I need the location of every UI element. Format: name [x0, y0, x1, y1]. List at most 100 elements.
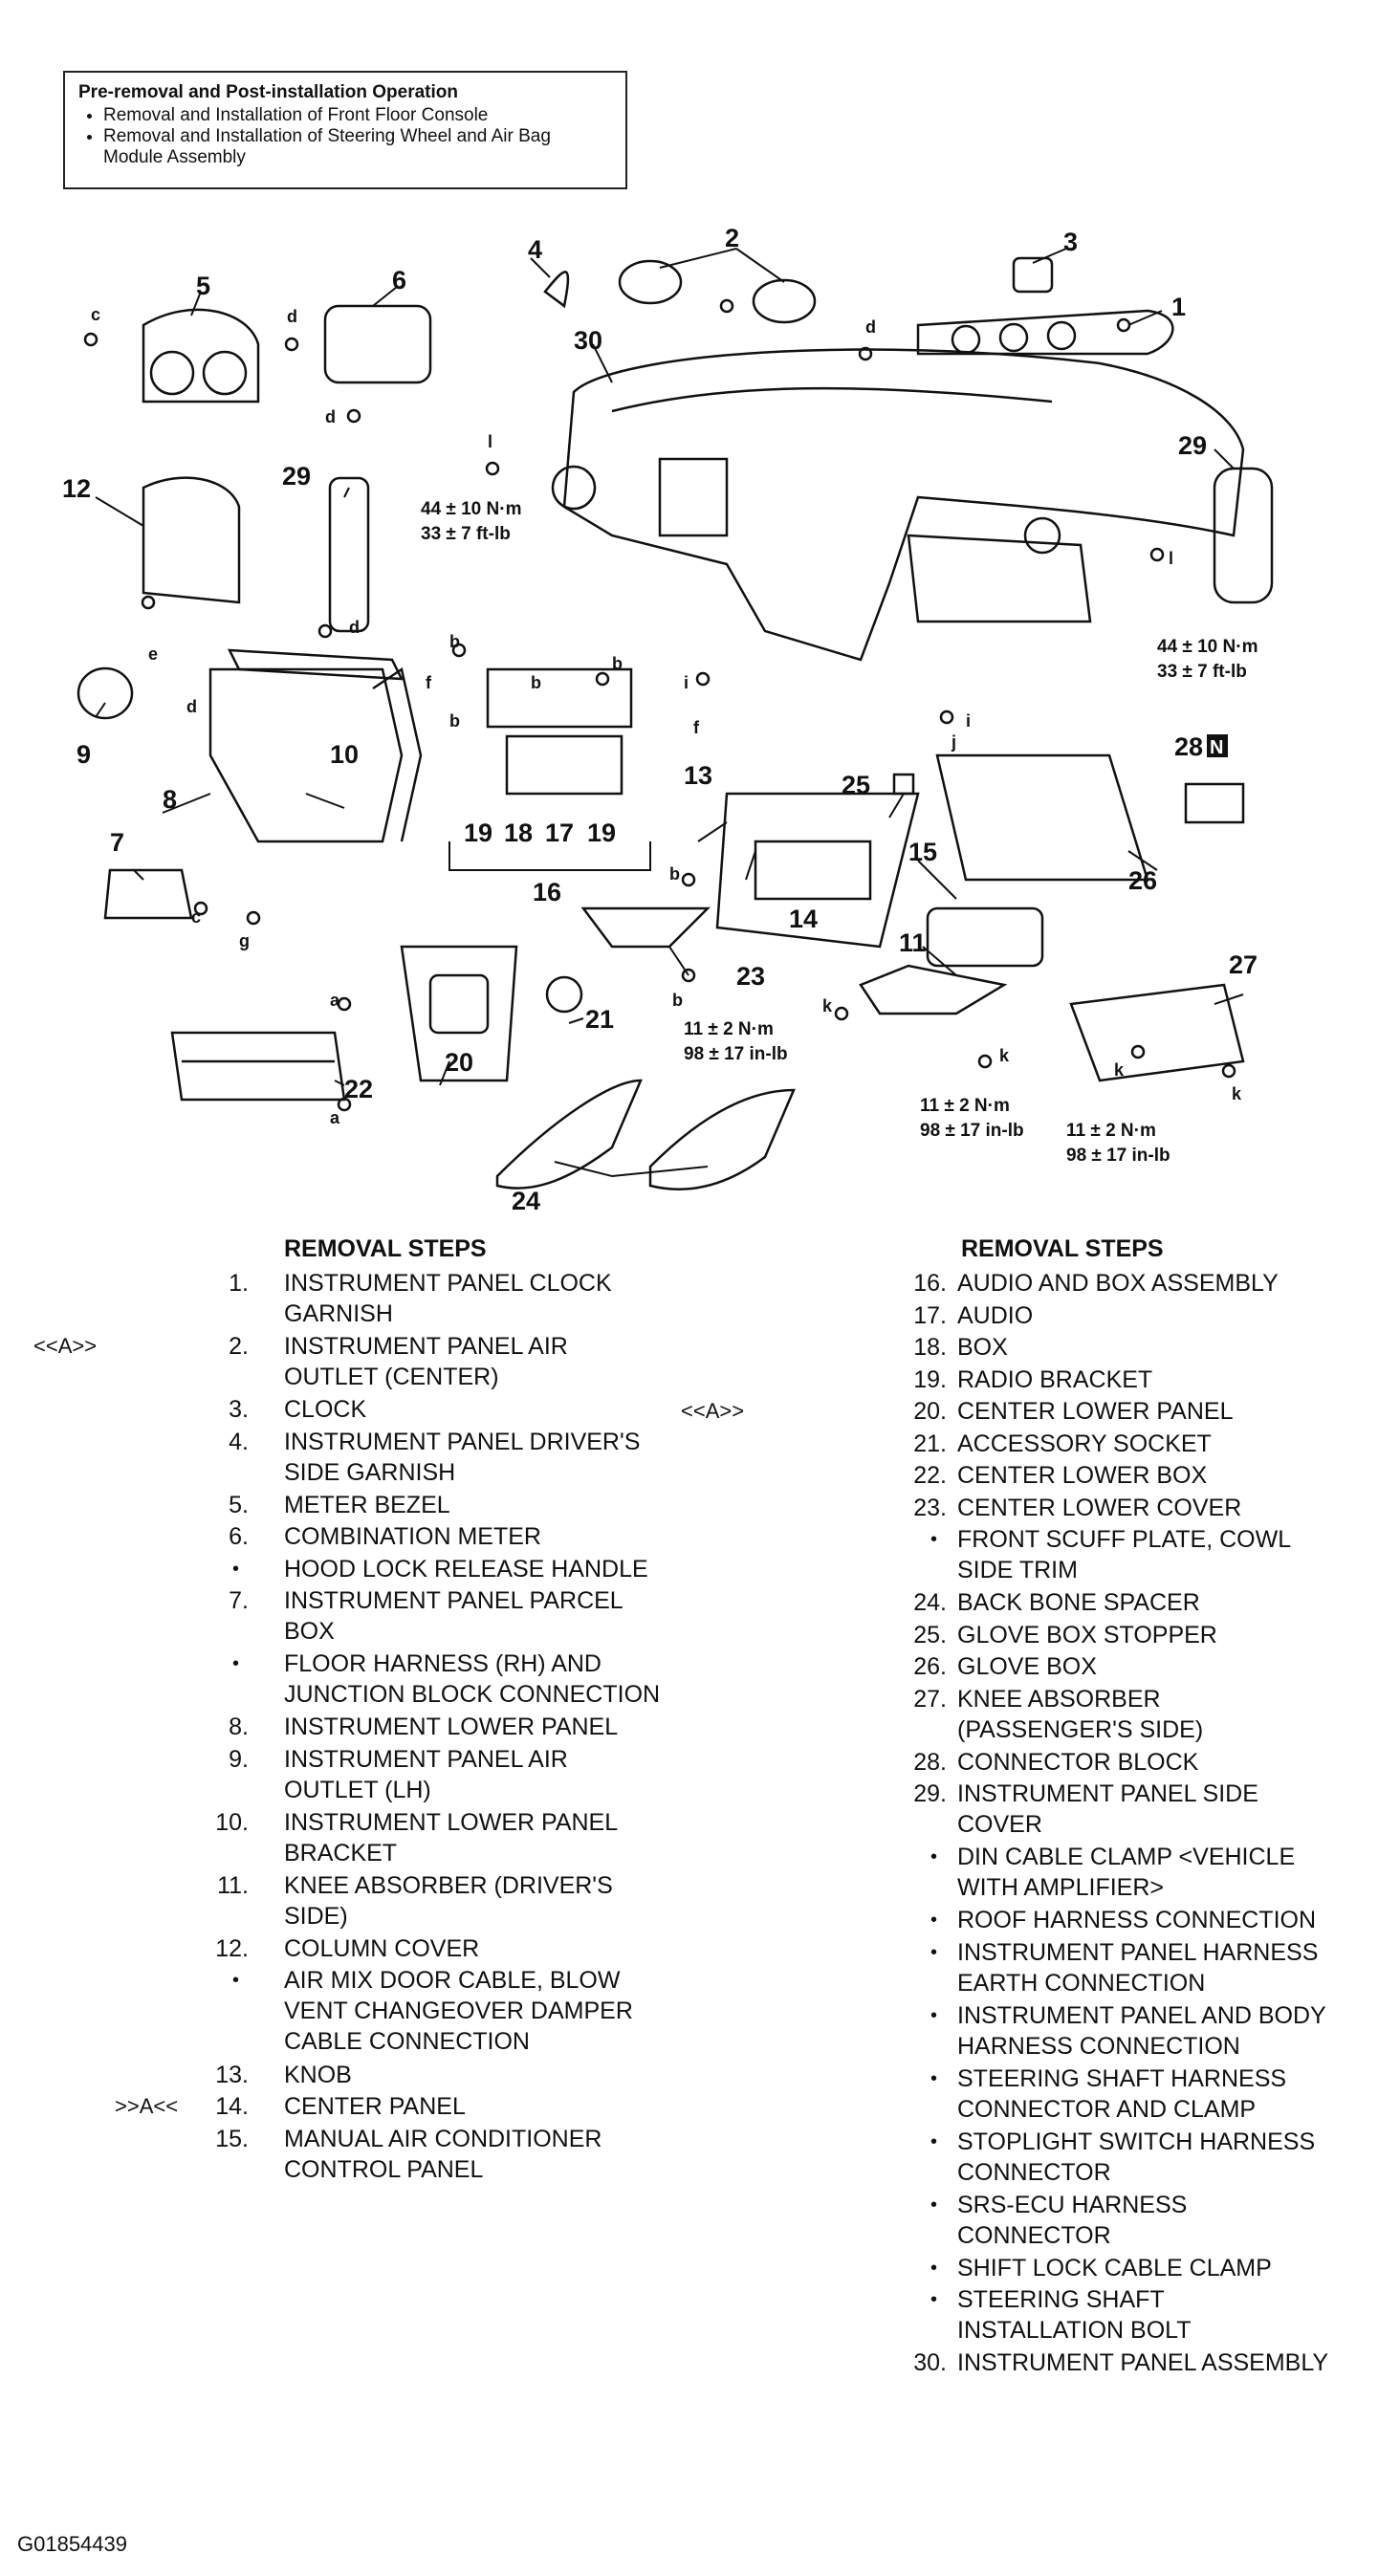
step-number: 27. — [913, 1685, 947, 1713]
step-text: SRS-ECU HARNESS CONNECTOR — [957, 2191, 1188, 2249]
callout-label: 23 — [736, 962, 765, 991]
step-text: CENTER LOWER BOX — [957, 1462, 1208, 1489]
torque-line: 11 ± 2 N·m — [684, 1019, 774, 1039]
callout-label: 24 — [512, 1187, 540, 1215]
letter-label: k — [999, 1046, 1010, 1065]
letter-label: b — [531, 673, 541, 692]
callout-label: 2 — [725, 224, 739, 252]
callout-label: 8 — [163, 785, 177, 814]
letter-label: c — [191, 907, 201, 927]
step-text: AIR MIX DOOR CABLE, BLOW VENT CHANGEOVER… — [284, 1967, 633, 2055]
step-number: 12. — [215, 1934, 249, 1962]
step-number: 24. — [913, 1589, 947, 1616]
callout-label: 29 — [282, 462, 311, 491]
badge-n-label: N — [1210, 737, 1223, 758]
part-outlines — [77, 256, 1274, 1190]
step-number: • — [231, 1653, 239, 1674]
letter-label: d — [186, 697, 197, 716]
step-text: AUDIO — [957, 1301, 1034, 1329]
step-number: 6. — [229, 1523, 249, 1550]
step-text: FRONT SCUFF PLATE, COWL SIDE TRIM — [957, 1526, 1292, 1583]
letter-label: b — [669, 864, 680, 884]
callout-label: 14 — [789, 905, 818, 933]
step-text: STEERING SHAFT INSTALLATION BOLT — [957, 2286, 1192, 2344]
step-text: GLOVE BOX STOPPER — [957, 1621, 1217, 1648]
step-text: INSTRUMENT PANEL AIR OUTLET (CENTER) — [284, 1333, 568, 1390]
step-number: 5. — [229, 1491, 249, 1518]
callout-label: 7 — [110, 828, 124, 857]
step-text: DIN CABLE CLAMP <VEHICLE WITH AMPLIFIER> — [957, 1844, 1296, 1901]
step-number: • — [930, 2130, 937, 2152]
step-number: • — [930, 2194, 937, 2216]
step-text: ROOF HARNESS CONNECTION — [957, 1907, 1317, 1933]
torque-line: 44 ± 10 N·m — [1157, 637, 1258, 657]
letter-label: l — [1169, 549, 1173, 568]
step-number: • — [930, 2067, 937, 2089]
callout-label: 11 — [899, 928, 927, 957]
callout-label: 15 — [908, 838, 937, 866]
letter-label: k — [822, 996, 833, 1015]
bolt-markers — [83, 298, 1236, 1112]
letter-label: a — [330, 1108, 340, 1127]
step-number: 4. — [229, 1428, 249, 1455]
step-number: • — [930, 1910, 937, 1931]
step-text: INSTRUMENT LOWER PANEL — [284, 1714, 619, 1740]
step-text: CONNECTOR BLOCK — [957, 1748, 1199, 1776]
step-text: KNOB — [284, 2061, 352, 2088]
step-text: COLUMN COVER — [284, 1934, 480, 1962]
badge-n — [1207, 734, 1228, 757]
step-number: 23. — [913, 1494, 947, 1521]
step-flag: <<A>> — [33, 1334, 98, 1358]
callout-label: 3 — [1063, 228, 1078, 256]
step-number: 22. — [913, 1462, 947, 1489]
step-text: CENTER PANEL — [284, 2093, 466, 2120]
step-text: MANUAL AIR CONDITIONER CONTROL PANEL — [284, 2125, 602, 2183]
letter-label: f — [426, 673, 432, 692]
step-text: BACK BONE SPACER — [957, 1589, 1200, 1616]
step-text: SHIFT LOCK CABLE CLAMP — [957, 2254, 1272, 2281]
step-text: INSTRUMENT PANEL AND BODY HARNESS CONNEC… — [957, 2001, 1326, 2060]
step-text: AUDIO AND BOX ASSEMBLY — [957, 1270, 1279, 1297]
torque-line: 11 ± 2 N·m — [920, 1096, 1010, 1116]
step-text: INSTRUMENT PANEL ASSEMBLY — [957, 2349, 1329, 2376]
step-number: 28. — [913, 1748, 947, 1776]
step-flag: <<A>> — [681, 1399, 745, 1423]
step-text: METER BEZEL — [284, 1491, 450, 1518]
torque-line: 98 ± 17 in-lb — [1066, 1146, 1170, 1166]
step-number: • — [930, 2257, 937, 2279]
letter-label: e — [148, 644, 158, 664]
step-text: GLOVE BOX — [957, 1653, 1097, 1680]
callout-label: 13 — [684, 761, 712, 790]
letter-label: f — [693, 718, 700, 737]
letter-label: i — [966, 711, 971, 731]
step-number: 3. — [229, 1396, 249, 1423]
step-text: INSTRUMENT PANEL DRIVER'S SIDE GARNISH — [284, 1428, 641, 1486]
step-text: BOX — [957, 1334, 1008, 1361]
letter-label: c — [91, 305, 100, 324]
step-text: CENTER LOWER COVER — [957, 1494, 1242, 1521]
callout-label: 29 — [1178, 431, 1207, 460]
letter-label: b — [449, 711, 460, 731]
pre-operation-item: Removal and Installation of Front Floor … — [103, 105, 612, 126]
step-text: KNEE ABSORBER (DRIVER'S SIDE) — [284, 1871, 613, 1930]
step-number: • — [231, 1970, 239, 1991]
step-number: • — [930, 1529, 937, 1550]
letter-label: b — [449, 632, 460, 651]
callout-label: 12 — [62, 474, 91, 503]
removal-steps-left: REMOVAL STEPS 1.INSTRUMENT PANEL CLOCK G… — [0, 1233, 689, 2183]
callout-label: 10 — [330, 740, 359, 769]
step-number: 30. — [913, 2349, 947, 2376]
panel-part-1 — [916, 309, 1174, 356]
torque-line: 44 ± 10 N·m — [421, 499, 521, 519]
step-number: • — [930, 1941, 937, 1963]
callout-label: 6 — [392, 266, 406, 295]
step-text: COMBINATION METER — [284, 1523, 541, 1550]
step-number: 16. — [913, 1270, 947, 1297]
step-text: CLOCK — [284, 1396, 367, 1423]
step-number: 20. — [913, 1398, 947, 1425]
step-number: • — [930, 1846, 937, 1867]
callout-label: 9 — [77, 740, 91, 769]
step-number: 1. — [229, 1270, 249, 1297]
letter-label: b — [612, 654, 623, 673]
